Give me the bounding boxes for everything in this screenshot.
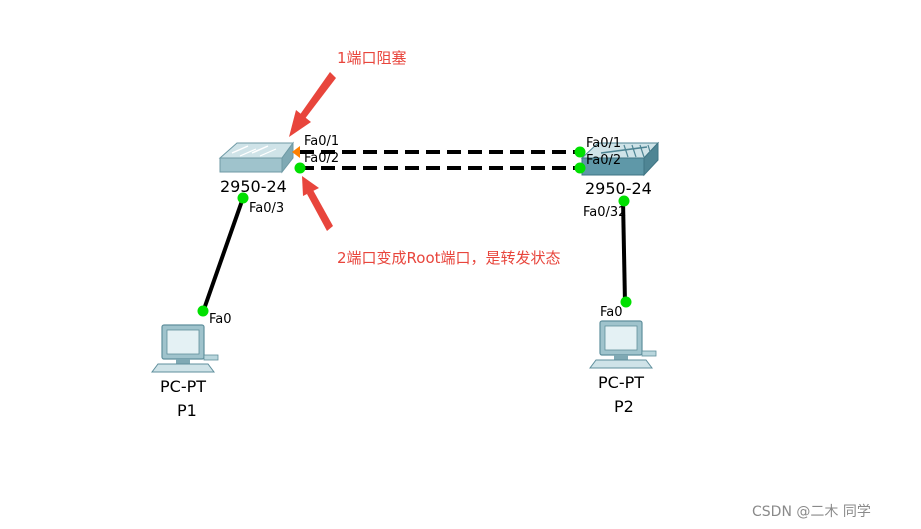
port-up-indicator: [574, 146, 586, 158]
pc-right[interactable]: PC-PT P2: [589, 320, 657, 416]
port-label: Fa0: [209, 312, 232, 327]
switch-left-model: 2950-24: [220, 177, 287, 196]
watermark: CSDN @二木 同学: [752, 504, 871, 520]
switch-right[interactable]: 2950-24: [580, 141, 660, 198]
port-label: Fa0/1: [586, 136, 621, 151]
port-label: Fa0/2: [304, 151, 339, 166]
pc-left[interactable]: PC-PT P1: [151, 324, 219, 420]
switch-icon: [580, 141, 660, 177]
switch-left[interactable]: 2950-24: [218, 141, 294, 196]
port-up-indicator: [620, 296, 632, 308]
port-label: Fa0/1: [304, 134, 339, 149]
port-up-indicator: [574, 162, 586, 174]
port-up-indicator: [618, 195, 630, 207]
link-right-pc: [621, 199, 627, 304]
pc-right-name: P2: [614, 397, 634, 416]
arrow-icon: [289, 72, 336, 137]
port-up-indicator: [237, 192, 249, 204]
annotation-port1-blocked: 1端口阻塞: [337, 49, 407, 67]
pc-left-type: PC-PT: [160, 377, 206, 396]
arrow-icon: [302, 176, 333, 231]
switch-right-model: 2950-24: [585, 179, 652, 198]
link-left-pc: [201, 197, 245, 313]
annotation-port2-root: 2端口变成Root端口，是转发状态: [337, 249, 561, 267]
port-label: Fa0/32: [583, 205, 626, 220]
port-label: Fa0/2: [586, 153, 621, 168]
pc-right-type: PC-PT: [598, 373, 644, 392]
pc-icon: [151, 324, 219, 373]
pc-left-name: P1: [177, 401, 197, 420]
port-up-indicator: [197, 305, 209, 317]
switch-icon: [218, 141, 294, 174]
port-up-indicator: [294, 162, 306, 174]
port-label: Fa0/3: [249, 201, 284, 216]
pc-icon: [589, 320, 657, 369]
port-blocked-indicator: [292, 146, 300, 158]
port-label: Fa0: [600, 305, 623, 320]
